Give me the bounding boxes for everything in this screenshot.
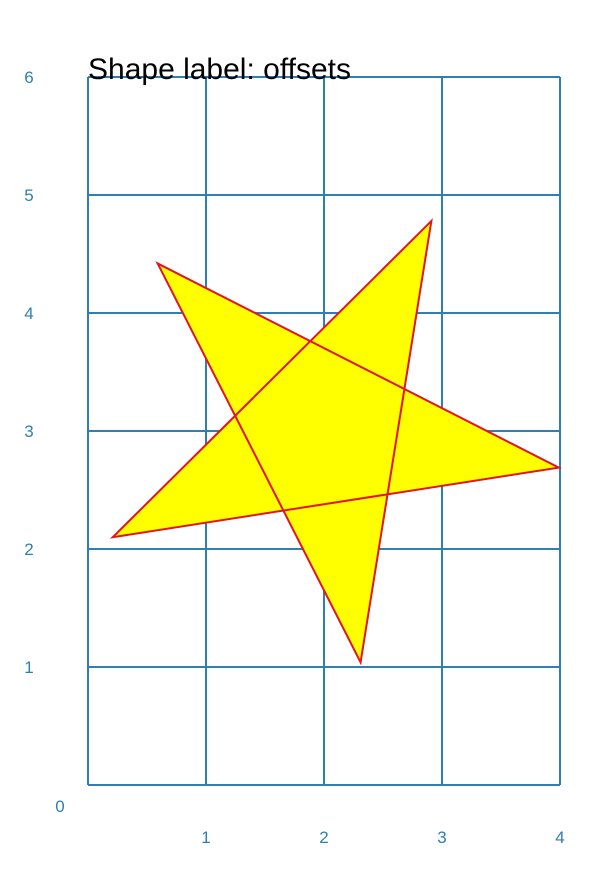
x-tick-label-2: 2 [319, 828, 328, 847]
x-tick-label-0: 0 [55, 797, 64, 816]
diagram-title: Shape label: offsets [88, 53, 351, 86]
tick-labels: 0 1 2 3 4 1 2 3 4 5 6 [24, 68, 564, 847]
y-tick-label-3: 3 [24, 422, 33, 441]
x-tick-label-4: 4 [555, 828, 564, 847]
y-tick-label-6: 6 [24, 68, 33, 87]
grid-lines [87, 76, 561, 786]
star-shape [109, 218, 563, 666]
x-tick-label-1: 1 [201, 828, 210, 847]
star-layer [109, 218, 563, 666]
y-tick-label-5: 5 [24, 186, 33, 205]
x-tick-label-3: 3 [437, 828, 446, 847]
y-tick-label-1: 1 [24, 658, 33, 677]
y-tick-label-2: 2 [24, 540, 33, 559]
y-tick-label-4: 4 [24, 304, 33, 323]
